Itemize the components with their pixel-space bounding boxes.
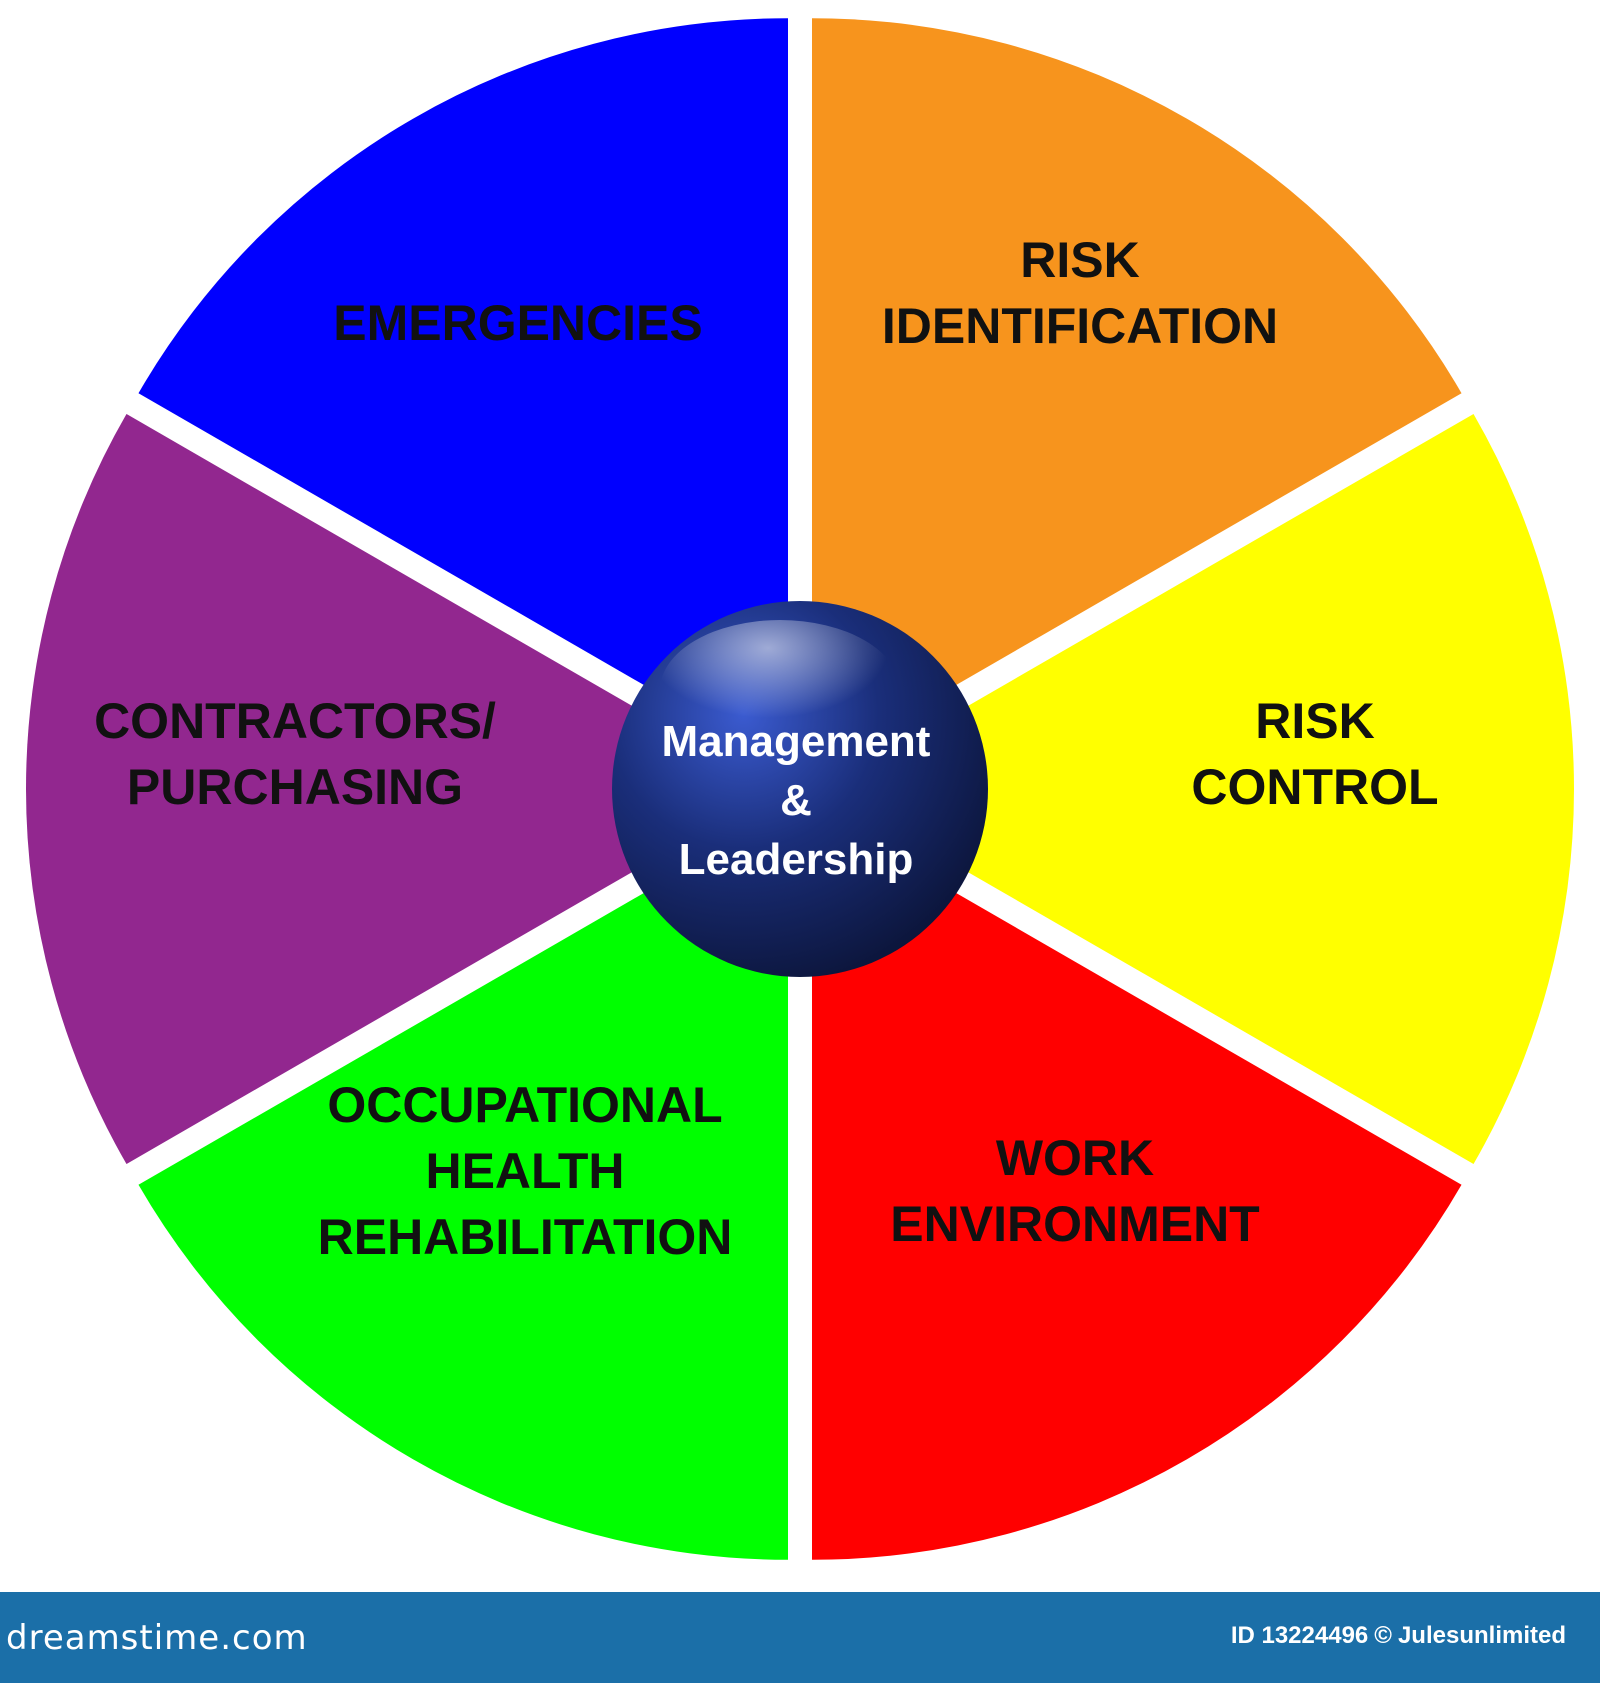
segment-contractors-purchasing bbox=[26, 414, 777, 1164]
hub-line-3: Leadership bbox=[679, 835, 914, 884]
footer-credit: ID 13224496©Julesunlimited bbox=[1231, 1622, 1572, 1650]
segment-risk-identification bbox=[812, 18, 1462, 769]
segment-work-environment bbox=[812, 809, 1462, 1560]
segment-label-work-environment-line-2: ENVIRONMENT bbox=[890, 1196, 1259, 1252]
segment-label-occupational-health-line-1: OCCUPATIONAL bbox=[327, 1077, 722, 1133]
segment-label-contractors-purchasing-line-2: PURCHASING bbox=[127, 759, 463, 815]
segment-label-risk-identification-line-1: RISK bbox=[1020, 232, 1139, 288]
footer-bar: dreamstime.com ID 13224496©Julesunlimite… bbox=[0, 1592, 1600, 1683]
center-hub: Management & Leadership bbox=[612, 601, 988, 977]
segment-label-risk-control-line-1: RISK bbox=[1255, 693, 1374, 749]
copyright-symbol: © bbox=[1374, 1622, 1392, 1649]
segment-occupational-health bbox=[138, 809, 788, 1560]
segment-label-occupational-health-line-3: REHABILITATION bbox=[318, 1209, 733, 1265]
footer-brand[interactable]: dreamstime.com bbox=[6, 1618, 308, 1658]
segment-risk-control bbox=[824, 414, 1574, 1164]
segment-emergencies bbox=[138, 18, 788, 769]
segment-label-occupational-health-line-2: HEALTH bbox=[425, 1143, 624, 1199]
safety-management-wheel: RISK IDENTIFICATION RISK CONTROL WORK ENVIRON… bbox=[26, 18, 1574, 1560]
image-id: ID 13224496 bbox=[1230, 1622, 1369, 1649]
hub-line-1: Management bbox=[662, 717, 931, 766]
segment-label-emergencies-line-1: EMERGENCIES bbox=[333, 295, 703, 351]
segment-label-contractors-purchasing-line-1: CONTRACTORS/ bbox=[94, 693, 496, 749]
author-name: Julesunlimited bbox=[1397, 1622, 1566, 1649]
segment-label-risk-control-line-2: CONTROL bbox=[1191, 759, 1438, 815]
segment-label-work-environment-line-1: WORK bbox=[996, 1130, 1154, 1186]
segment-label-risk-identification-line-2: IDENTIFICATION bbox=[882, 298, 1278, 354]
hub-line-2: & bbox=[780, 776, 812, 825]
hub-gloss bbox=[660, 620, 900, 760]
